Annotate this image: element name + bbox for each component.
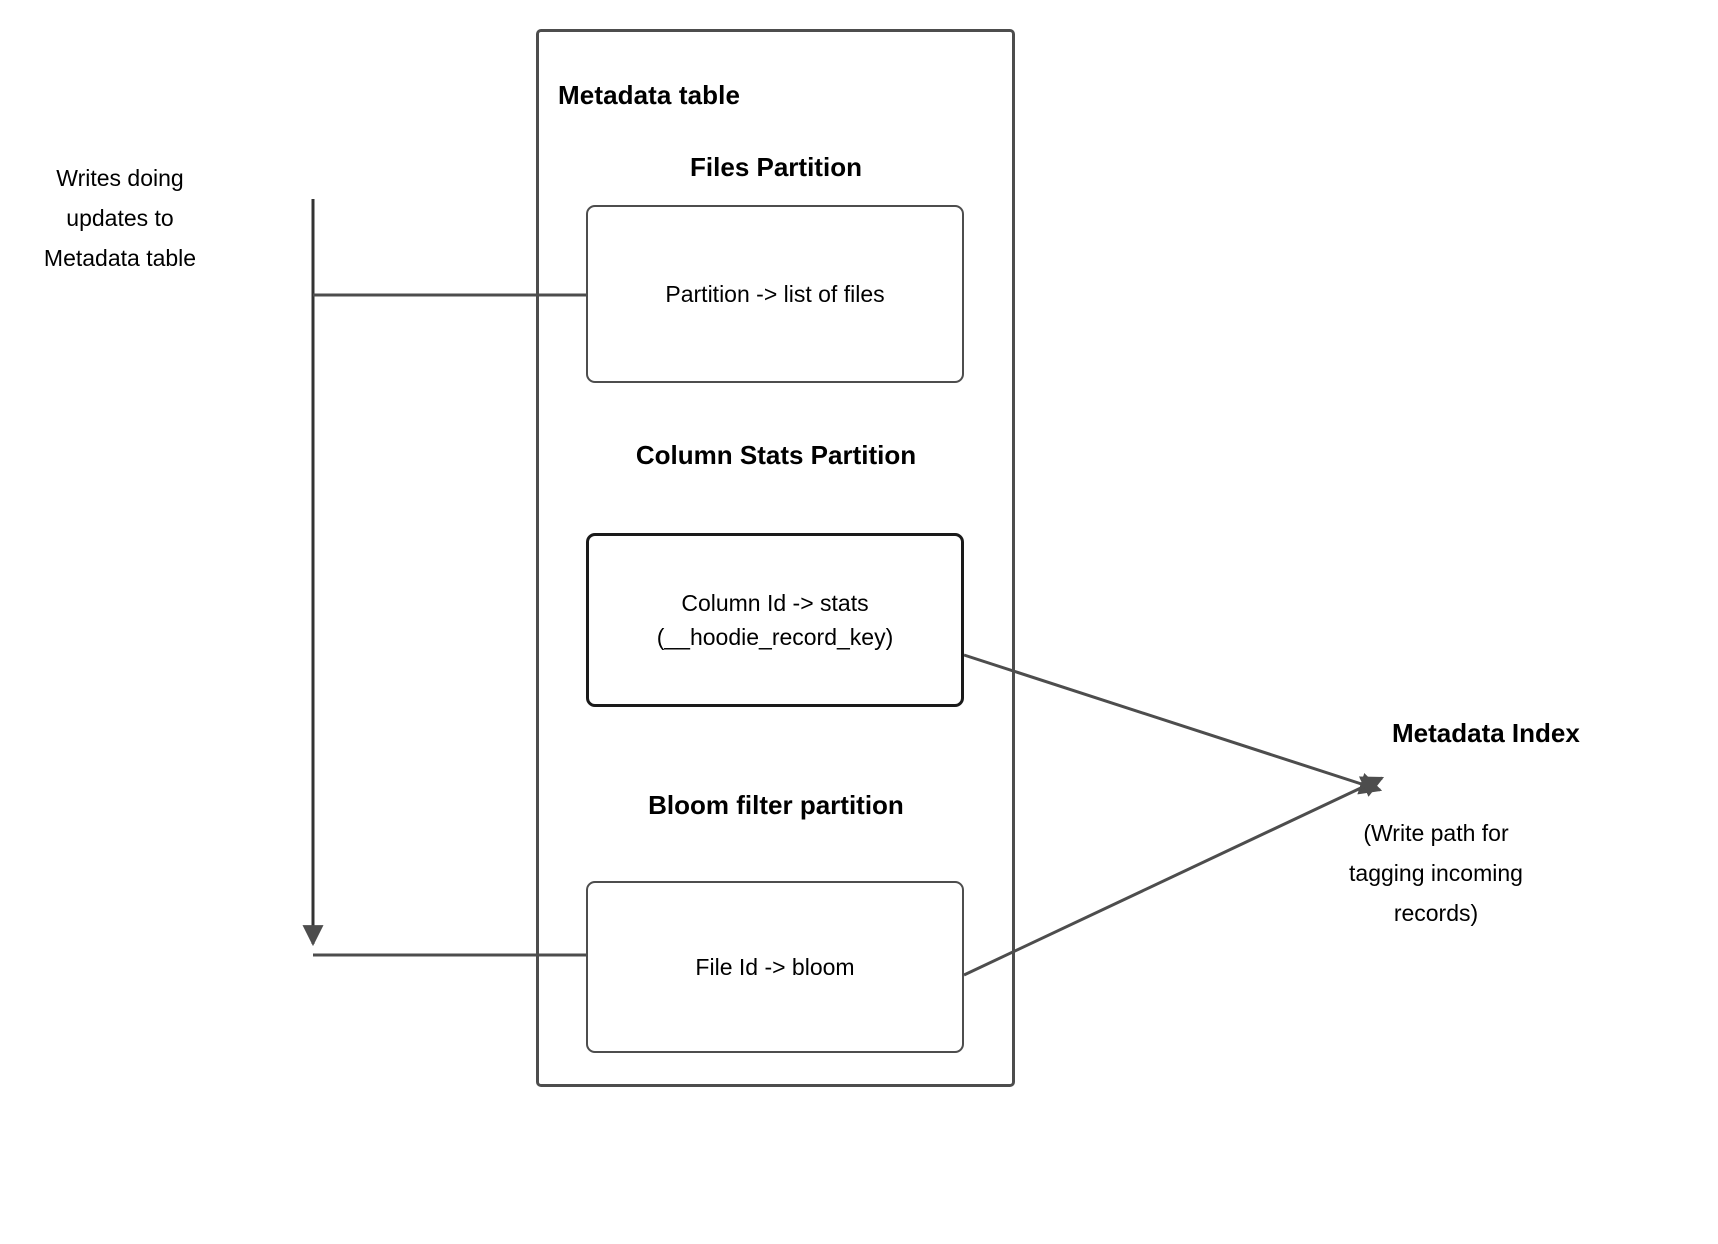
column-stats-partition-heading: Column Stats Partition — [635, 440, 917, 470]
files-partition-text: Partition -> list of files — [665, 281, 885, 307]
metadata-table-title: Metadata table — [558, 80, 741, 110]
metadata-index-title: Metadata Index — [1392, 718, 1580, 748]
metadata-table-container — [536, 29, 1015, 1087]
bloom-filter-partition-heading: Bloom filter partition — [648, 790, 904, 820]
bloom-filter-partition-text: File Id -> bloom — [695, 954, 855, 980]
colstats-to-index-arrow — [963, 653, 1383, 795]
files-partition-heading: Files Partition — [690, 152, 862, 182]
files-partition-box: Partition -> list of files — [586, 205, 964, 383]
column-stats-partition-box: Column Id -> stats (__hoodie_record_key) — [586, 533, 964, 707]
column-stats-partition-text: Column Id -> stats (__hoodie_record_key) — [656, 590, 894, 650]
bloom-filter-partition-box: File Id -> bloom — [586, 881, 964, 1053]
write-path-note: Writes doing updates to Metadata table — [43, 165, 197, 271]
metadata-index-note: (Write path for tagging incoming records… — [1349, 820, 1523, 926]
